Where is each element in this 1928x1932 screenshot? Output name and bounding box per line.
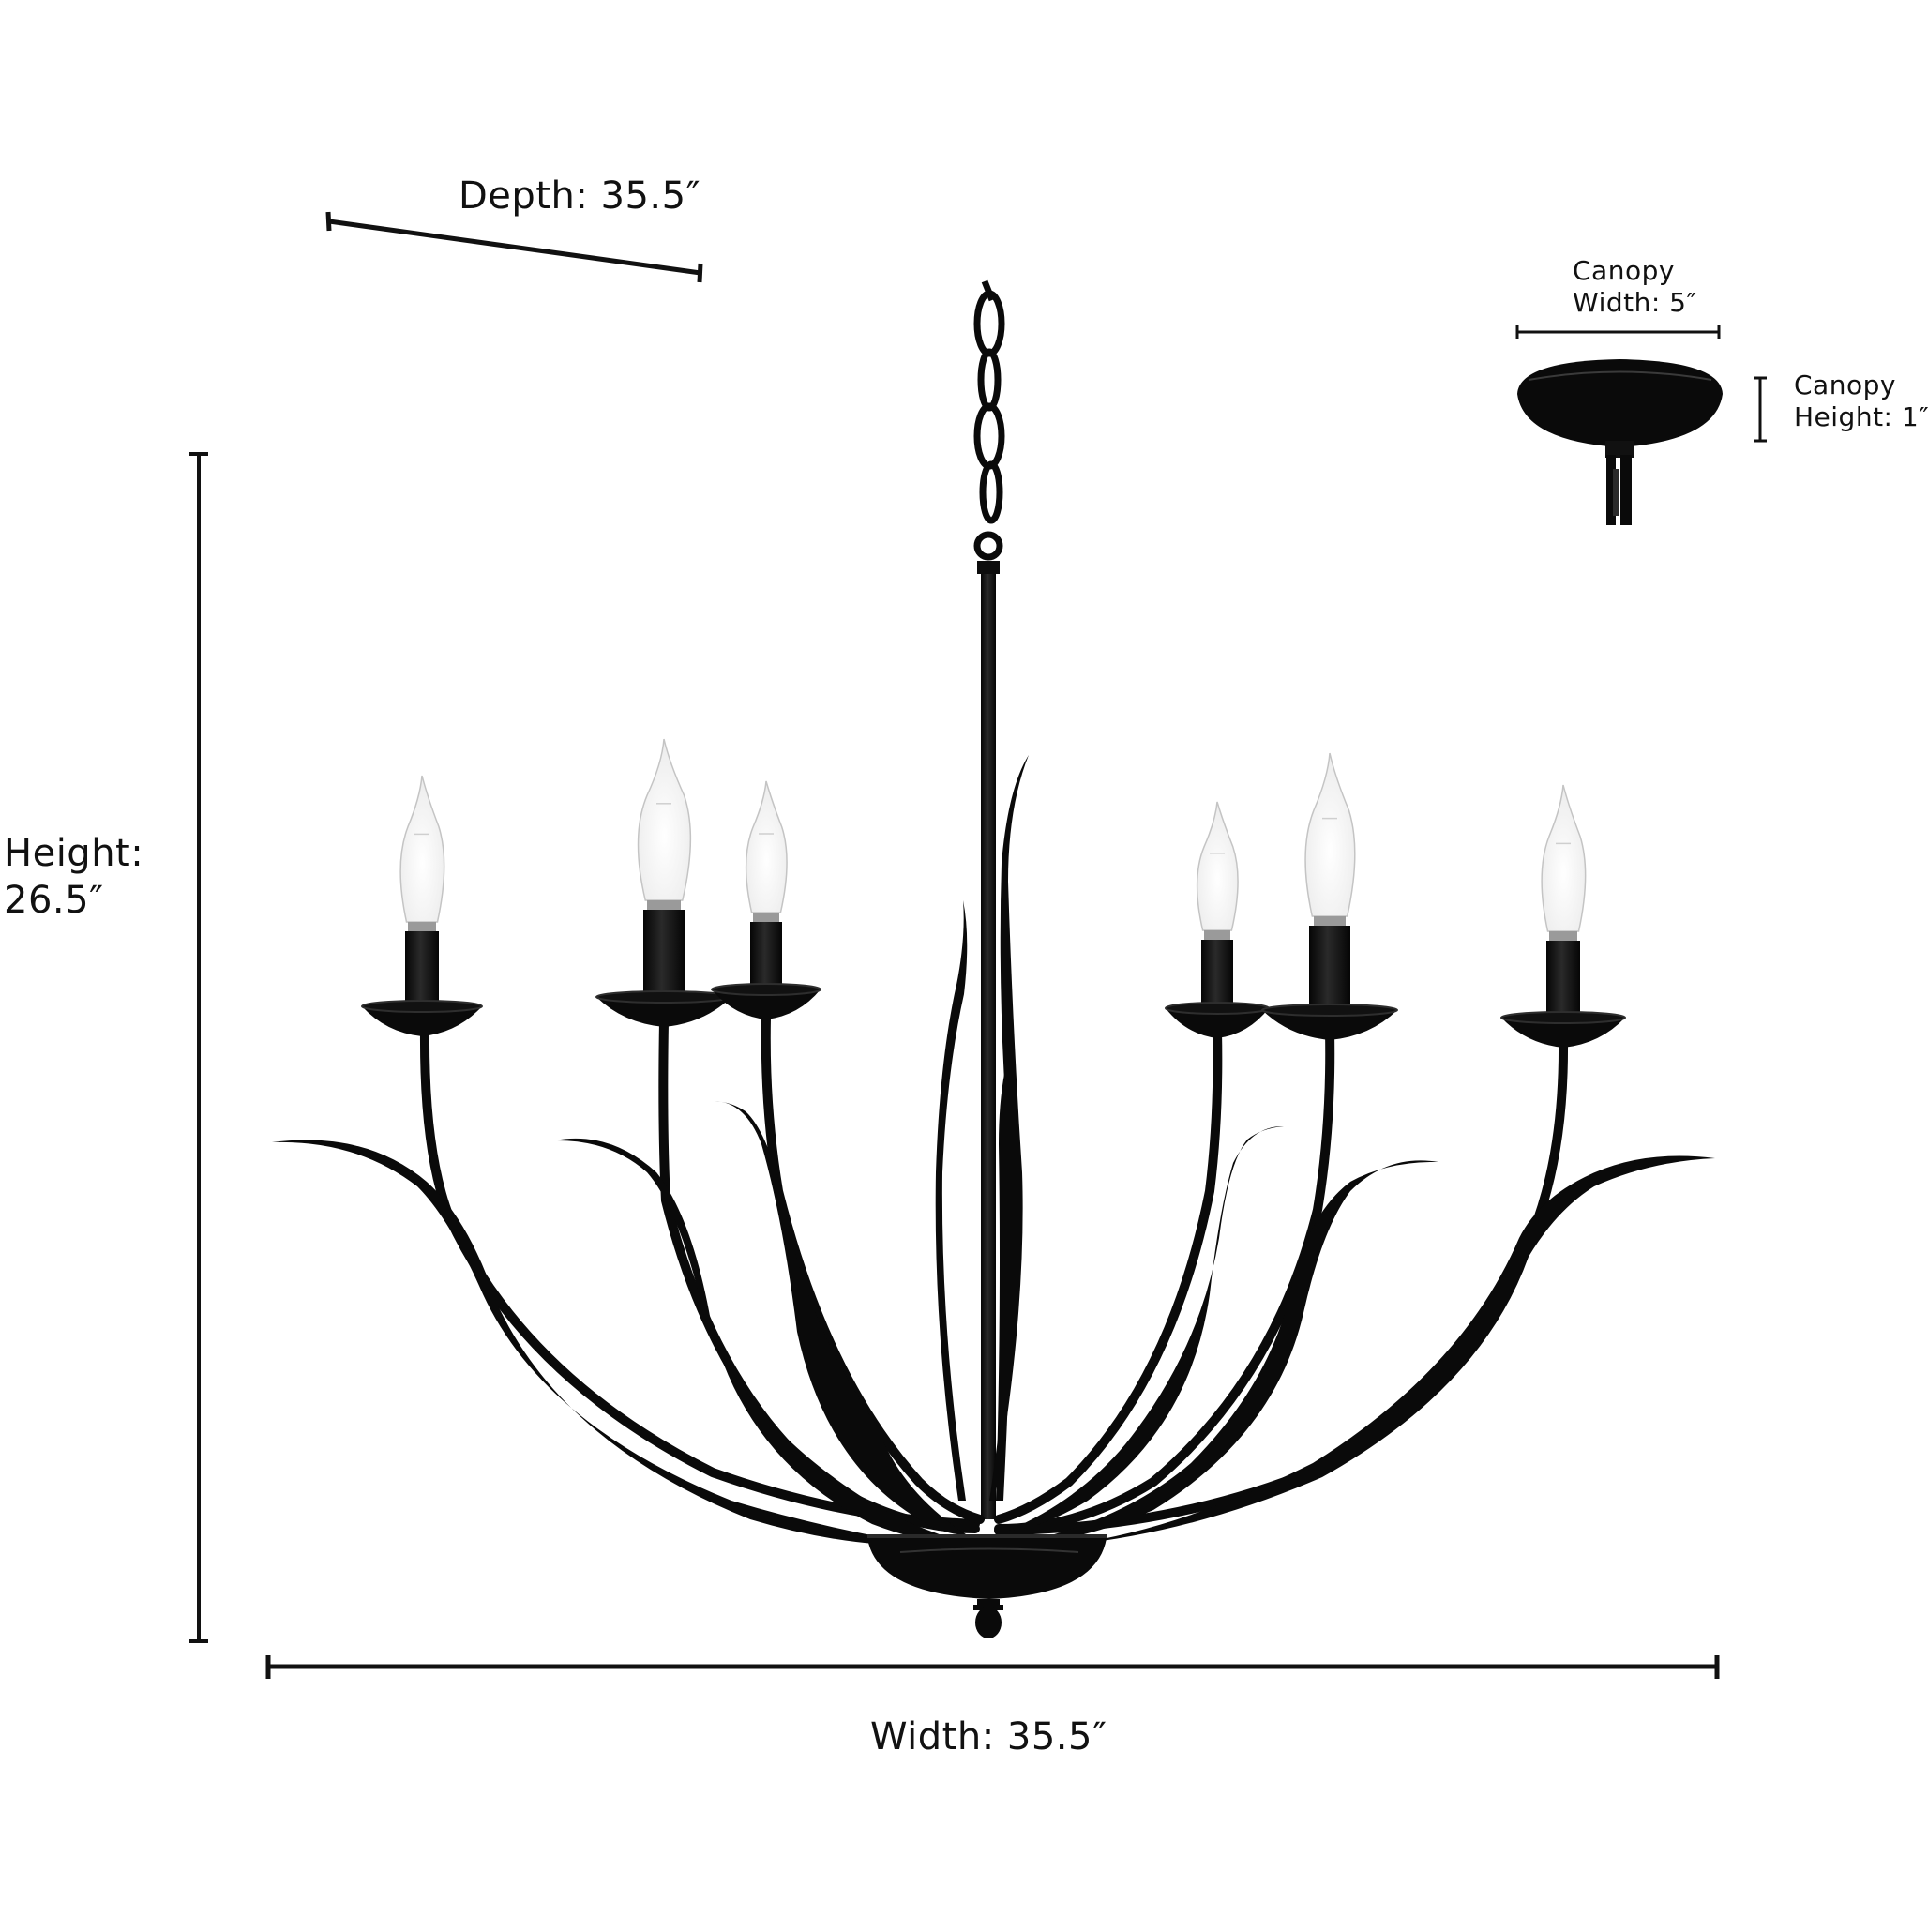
center-rod — [981, 563, 996, 1519]
bobeche-cup — [596, 997, 731, 1027]
bulb-icon — [1196, 801, 1239, 931]
candle-6 — [1500, 784, 1626, 1048]
candle-3 — [711, 780, 821, 1019]
bobeche-cup — [1262, 1010, 1397, 1040]
bobeche-cup — [1501, 1018, 1625, 1048]
candle-sleeve — [405, 931, 439, 1006]
depth-label: Depth: 35.5″ — [459, 174, 701, 218]
canopy-width-label-line1: Canopy — [1573, 255, 1675, 286]
canopy-detail — [1517, 359, 1723, 525]
canopy-height-dimension-line — [1754, 376, 1767, 443]
candle-sleeve — [1309, 926, 1350, 1010]
candle-5 — [1261, 752, 1398, 1040]
bulb-icon — [1541, 784, 1587, 932]
candle-sleeve — [643, 910, 685, 997]
hanging-chain — [973, 279, 1005, 561]
candle-group — [361, 738, 1626, 1048]
bobeche-cup — [362, 1006, 482, 1036]
width-dimension-line — [265, 1655, 1720, 1679]
center-leaves — [935, 755, 1029, 1501]
candle-1 — [361, 775, 483, 1036]
canopy-height-label-line2: Height: 1″ — [1794, 401, 1928, 432]
bulb-icon — [1304, 752, 1356, 917]
canopy-width-dimension-line — [1515, 325, 1721, 339]
depth-dimension-line — [325, 211, 703, 283]
center-bowl — [867, 1534, 1107, 1599]
height-label-line2: 26.5″ — [4, 879, 104, 922]
height-label-line1: Height: — [4, 832, 144, 875]
candle-sleeve — [1201, 940, 1233, 1008]
bulb-icon — [637, 738, 692, 901]
candle-2 — [595, 738, 732, 1027]
bobeche-cup — [1166, 1008, 1269, 1038]
canopy-width-label-line2: Width: 5″ — [1573, 287, 1697, 318]
canopy-height-label-line1: Canopy — [1794, 370, 1896, 400]
width-label: Width: 35.5″ — [870, 1715, 1107, 1758]
bottom-finial — [973, 1599, 1003, 1638]
arm-leaves — [272, 1101, 1715, 1547]
bulb-icon — [399, 775, 445, 923]
candle-sleeve — [1546, 941, 1580, 1018]
height-dimension-line — [189, 452, 208, 1643]
candle-4 — [1165, 801, 1270, 1038]
candle-sleeve — [750, 922, 782, 989]
bobeche-cup — [712, 989, 821, 1019]
bulb-icon — [745, 780, 788, 913]
